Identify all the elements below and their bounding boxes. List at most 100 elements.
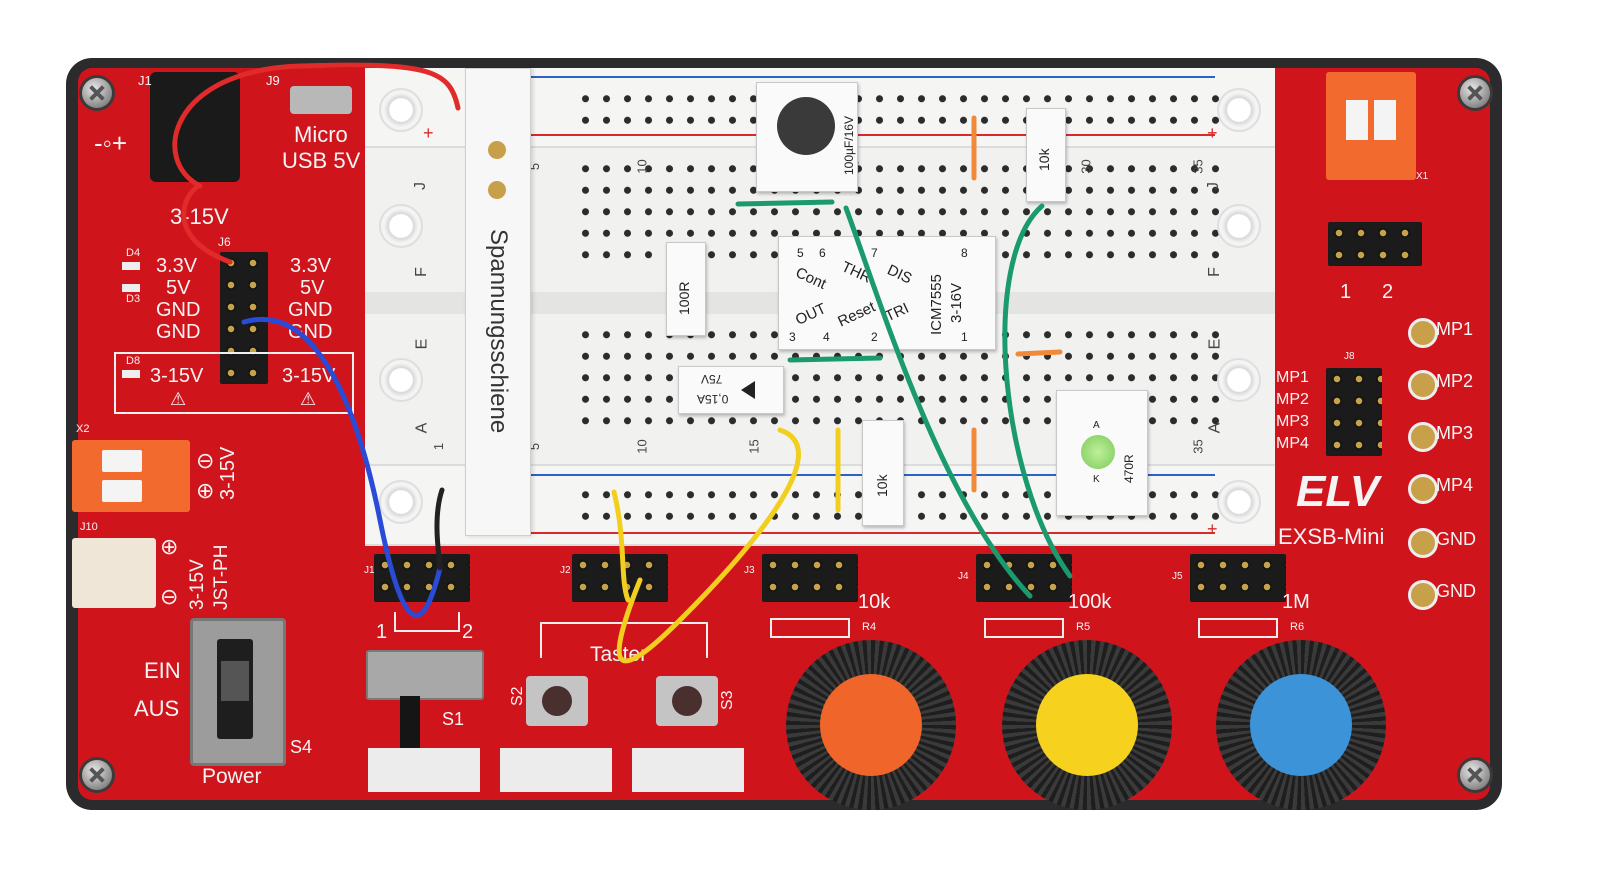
header-j4[interactable] xyxy=(976,554,1072,602)
test-point-icon[interactable] xyxy=(1408,580,1438,610)
rail-label-right: 3.3V xyxy=(290,255,332,277)
micro-usb-port[interactable] xyxy=(290,86,352,114)
dc-jack[interactable] xyxy=(150,72,240,182)
test-point-icon[interactable] xyxy=(1408,528,1438,558)
warning-icon: ⚠ xyxy=(300,389,317,409)
rail-label-right: GND xyxy=(288,299,333,321)
model-label: EXSB-Mini xyxy=(1278,524,1385,549)
pad xyxy=(488,181,506,199)
led-cathode-label: K xyxy=(1093,474,1100,485)
pin-label: 2 xyxy=(462,621,474,643)
j3-label: J3 xyxy=(744,565,755,576)
wire-red xyxy=(172,62,461,189)
pot-symbol-icon xyxy=(984,618,1064,638)
rail-label-left: GND xyxy=(156,299,201,321)
warning-box xyxy=(114,352,354,414)
header-j5[interactable] xyxy=(1190,554,1286,602)
jst-connector-j10[interactable] xyxy=(72,538,156,608)
slide-switch-handle[interactable] xyxy=(400,696,420,754)
resistor-module-100r: 100R xyxy=(666,242,706,336)
battery-terminal-x2[interactable] xyxy=(72,440,190,512)
pot-value-r4: 10k xyxy=(858,591,891,613)
power-switch-s4[interactable] xyxy=(190,618,286,766)
switch-on-label: EIN xyxy=(144,658,181,683)
header-j2[interactable] xyxy=(572,554,668,602)
pin-label: 1 xyxy=(1340,281,1352,303)
pin-label: 2 xyxy=(1382,281,1394,303)
rail-label-right: 5V xyxy=(300,277,325,299)
power-caption: Power xyxy=(202,765,262,788)
s4-label: S4 xyxy=(290,737,313,757)
screw-icon xyxy=(1460,760,1490,790)
test-point-icon[interactable] xyxy=(1408,474,1438,504)
potentiometer-knob-r4[interactable] xyxy=(786,640,956,810)
led-module: 470R A K xyxy=(1056,390,1148,516)
wire-black xyxy=(434,487,445,571)
voltage-rail-module: Spannungsschiene xyxy=(465,68,531,536)
wire-blue xyxy=(241,317,443,618)
pin-label: 1 xyxy=(376,621,388,643)
ic-module: 5 6 7 8 Cont THR DIS OUT Reset TRI ICM75… xyxy=(778,236,996,350)
mounting-hole xyxy=(379,88,423,132)
ic-pin: 5 xyxy=(797,246,804,260)
rail-label-left: GND xyxy=(156,321,201,343)
wire-orange xyxy=(1015,349,1063,357)
plus-icon: ⊕ xyxy=(196,478,215,503)
rail-label-left: 5V xyxy=(166,277,191,299)
j5-label: J5 xyxy=(1172,571,1183,582)
j2-label: J2 xyxy=(560,565,571,576)
pad xyxy=(488,141,506,159)
s1-label: S1 xyxy=(442,709,465,729)
j10-label: J10 xyxy=(80,521,98,533)
led-d4-label: D4 xyxy=(126,247,141,259)
mounting-hole xyxy=(379,204,423,248)
knob-cap xyxy=(1250,674,1352,776)
wire-green xyxy=(843,205,1033,599)
push-button-s2[interactable] xyxy=(526,676,588,726)
mounting-hole xyxy=(1217,358,1261,402)
header-x1-dip[interactable] xyxy=(1328,222,1422,266)
j8-pin-label: MP4 xyxy=(1276,435,1309,452)
usb-5v-label: USB 5V xyxy=(282,148,361,173)
header-j3[interactable] xyxy=(762,554,858,602)
mounting-hole xyxy=(1217,204,1261,248)
rail-plus-label: + xyxy=(1207,123,1218,143)
slide-switch-s1[interactable] xyxy=(366,650,484,700)
brand-logo: ELV xyxy=(1296,467,1380,516)
wire-yellow xyxy=(616,427,801,664)
mounting-hole xyxy=(379,358,423,402)
knob-cap xyxy=(820,674,922,776)
test-point-icon[interactable] xyxy=(1408,370,1438,400)
ic-pin: 7 xyxy=(871,246,878,260)
pot-ref-r6: R6 xyxy=(1290,621,1305,633)
led-d8-label: D8 xyxy=(126,355,141,367)
screw-icon xyxy=(1460,78,1490,108)
test-point-icon[interactable] xyxy=(1408,422,1438,452)
rail-label-left: 3.3V xyxy=(156,255,198,277)
wire-green xyxy=(787,355,883,363)
knob-cap xyxy=(1036,674,1138,776)
led-d3-label: D3 xyxy=(126,293,141,305)
ic-pin: 2 xyxy=(871,330,878,344)
potentiometer-knob-r6[interactable] xyxy=(1216,640,1386,810)
potentiometer-knob-r5[interactable] xyxy=(1002,640,1172,810)
mounting-hole xyxy=(1217,480,1261,524)
header-j8[interactable] xyxy=(1326,368,1382,456)
led-icon xyxy=(122,284,140,292)
terminal-block-x1[interactable] xyxy=(1326,72,1416,180)
ic-pin: 4 xyxy=(823,330,830,344)
capacitor-module: 100µF/16V xyxy=(756,82,858,192)
rail-plus-label: + xyxy=(423,123,434,143)
push-button-s3[interactable] xyxy=(656,676,718,726)
pot-value-r6: 1M xyxy=(1282,591,1310,613)
j1-header-label: J1 xyxy=(364,565,375,576)
diode-module: 75V 0,15A xyxy=(678,366,784,414)
led-anode-label: A xyxy=(1093,420,1100,431)
minus-icon: ⊖ xyxy=(196,448,215,473)
test-point-icon[interactable] xyxy=(1408,318,1438,348)
wire-green xyxy=(1002,203,1073,579)
wire-green xyxy=(735,199,835,207)
test-point-label: MP3 xyxy=(1436,423,1474,443)
led-icon xyxy=(122,370,140,378)
